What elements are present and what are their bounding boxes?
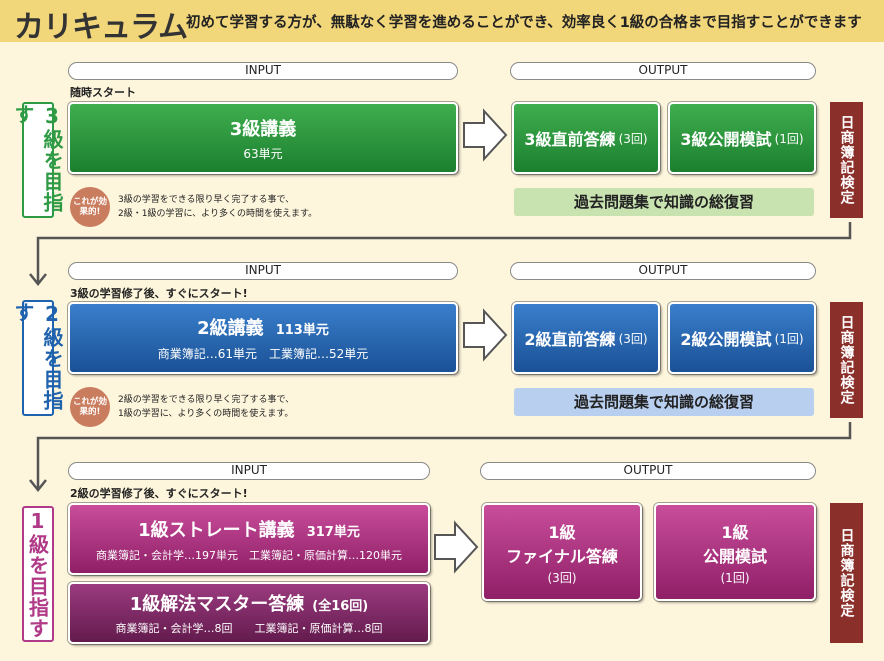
level3-lecture-units: 63単元	[243, 146, 283, 161]
level1-lecture-box: 1級ストレート講義 317単元 商業簿記・会計学…197単元 工業簿記・原価計算……	[68, 503, 430, 575]
level1-arrow-icon	[434, 520, 479, 574]
level2-output-mock: 2級公開模試(1回)	[668, 302, 816, 374]
level3-output-mock: 3級公開模試(1回)	[668, 102, 816, 174]
level2-lecture-box: 2級講義 113単元 商業簿記…61単元 工業簿記…52単元	[68, 302, 458, 374]
level1-output-final: 1級 ファイナル答練 (3回)	[482, 503, 642, 601]
level3-effect-line1: 3級の学習をできる限り早く完了する事で、	[118, 195, 295, 205]
level3-output-drill: 3級直前答練(3回)	[512, 102, 660, 174]
level1-out1-count: (3回)	[547, 570, 577, 585]
level1-output-mock: 1級 公開模試 (1回)	[654, 503, 816, 601]
level1-start-note: 2級の学習修了後、すぐにスタート!	[70, 487, 248, 500]
level2-lecture-units: 113単元	[275, 323, 329, 338]
level3-arrow-icon	[463, 108, 508, 162]
level1-out1-line1: 1級	[548, 522, 576, 542]
level1-drill-title: 1級解法マスター答練	[129, 594, 305, 615]
level3-lecture-box: 3級講義 63単元	[68, 102, 458, 174]
level1-exam-label: 日商簿記検定	[830, 503, 863, 643]
level2-effect-badge: これが効果的!	[70, 387, 110, 427]
level1-out2-count: (1回)	[720, 570, 750, 585]
level1-output-label: OUTPUT	[480, 462, 816, 480]
page-title: カリキュラム	[14, 10, 188, 45]
level3-input-label: INPUT	[68, 62, 458, 80]
level2-input-label: INPUT	[68, 262, 458, 280]
level1-out1-line2: ファイナル答練	[506, 546, 618, 566]
level1-side-label: 1級を目指す	[22, 506, 54, 642]
level2-lecture-heading: 2級講義 113単元	[197, 314, 329, 340]
level2-out2-title: 2級公開模試	[680, 330, 772, 349]
header-bar	[0, 0, 884, 42]
level1-lecture-title: 1級ストレート講義	[138, 519, 295, 541]
level2-arrow-icon	[463, 308, 508, 362]
level1-lecture-detail: 商業簿記・会計学…197単元 工業簿記・原価計算…120単元	[96, 548, 402, 562]
level1-drill-heading: 1級解法マスター答練 (全16回)	[130, 590, 369, 616]
level1-lecture-heading: 1級ストレート講義 317単元	[138, 516, 360, 542]
level3-out1-count: (3回)	[618, 131, 648, 146]
level3-output-label: OUTPUT	[510, 62, 816, 80]
level3-out2-title: 3級公開模試	[680, 130, 772, 149]
level1-input-label: INPUT	[68, 462, 430, 480]
level3-start-note: 随時スタート	[70, 86, 136, 99]
level2-out1-count: (3回)	[618, 331, 648, 346]
level2-lecture-title: 2級講義	[197, 318, 264, 339]
level1-out2-line1: 1級	[721, 522, 749, 542]
level2-output-label: OUTPUT	[510, 262, 816, 280]
page-description: 初めて学習する方が、無駄なく学習を進めることができ、効率良く1級の合格まで目指す…	[186, 15, 862, 31]
level2-start-note: 3級の学習修了後、すぐにスタート!	[70, 287, 248, 300]
level3-side-label: 3級を目指す	[11, 102, 64, 218]
level1-drill-box: 1級解法マスター答練 (全16回) 商業簿記・会計学…8回 工業簿記・原価計算…8…	[68, 582, 430, 644]
level2-exam-label: 日商簿記検定	[830, 302, 863, 418]
level2-output-drill: 2級直前答練(3回)	[512, 302, 660, 374]
level2-lecture-detail: 商業簿記…61単元 工業簿記…52単元	[157, 347, 369, 361]
level3-exam-label: 日商簿記検定	[830, 102, 863, 218]
level2-out1-title: 2級直前答練	[524, 330, 616, 349]
level1-drill-count: (全16回)	[312, 599, 369, 614]
level2-effect-line2: 1級の学習に、より多くの時間を使えます。	[118, 409, 294, 419]
level1-out2-line2: 公開模試	[702, 546, 767, 566]
level3-out1-title: 3級直前答練	[524, 130, 616, 149]
level2-side-label: 2級を目指す	[11, 300, 64, 416]
level3-review-box: 過去問題集で知識の総復習	[514, 188, 814, 216]
level2-effect-line1: 2級の学習をできる限り早く完了する事で、	[118, 395, 295, 405]
level1-drill-detail: 商業簿記・会計学…8回 工業簿記・原価計算…8回	[115, 622, 383, 635]
level3-lecture-title: 3級講義	[229, 118, 297, 140]
level3-out2-count: (1回)	[774, 131, 804, 146]
level2-out2-count: (1回)	[774, 331, 804, 346]
level2-review-box: 過去問題集で知識の総復習	[514, 388, 814, 416]
level3-effect-line2: 2級・1級の学習に、より多くの時間を使えます。	[118, 209, 318, 219]
level3-effect-badge: これが効果的!	[70, 187, 110, 227]
level1-lecture-units: 317単元	[306, 524, 360, 540]
